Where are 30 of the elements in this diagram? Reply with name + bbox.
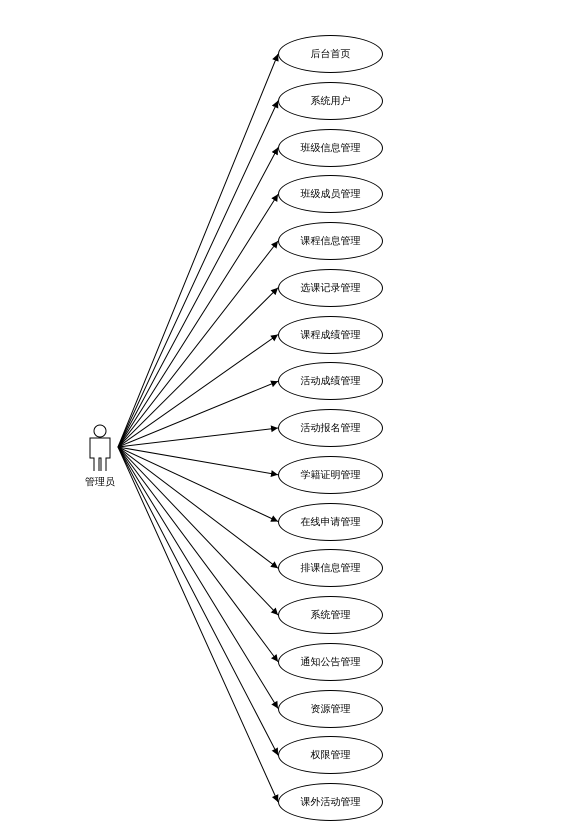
use-case-ellipse: 课程成绩管理 — [278, 316, 383, 354]
use-case-ellipse: 班级成员管理 — [278, 175, 383, 214]
arrow — [118, 446, 278, 569]
use-case-ellipse: 资源管理 — [278, 690, 383, 728]
use-case-ellipse: 后台首页 — [278, 35, 383, 73]
use-case-ellipse: 活动报名管理 — [278, 409, 383, 447]
arrow — [118, 240, 278, 448]
arrow — [118, 380, 278, 448]
use-case-ellipse: 排课信息管理 — [278, 549, 383, 588]
use-case-ellipse: 课程信息管理 — [278, 222, 383, 260]
arrow — [118, 446, 278, 477]
use-case-ellipse: 班级信息管理 — [278, 128, 383, 166]
arrow — [118, 287, 278, 448]
use-case-ellipse: 学籍证明管理 — [278, 456, 383, 494]
use-case-ellipse: 选课记录管理 — [278, 268, 383, 307]
actor-label: 管理员 — [85, 476, 115, 489]
use-case-ellipse: 权限管理 — [278, 736, 383, 774]
arrow — [118, 446, 278, 709]
arrow — [118, 334, 278, 448]
arrow — [118, 446, 278, 522]
use-case-ellipse: 在线申请管理 — [278, 502, 383, 540]
arrow — [118, 425, 278, 448]
arrow — [118, 446, 278, 662]
use-case-ellipse: 系统用户 — [278, 82, 383, 120]
use-case-ellipse: 系统管理 — [278, 596, 383, 634]
use-case-ellipse: 活动成绩管理 — [278, 362, 383, 400]
use-case-ellipse: 通知公告管理 — [278, 642, 383, 681]
arrow — [118, 446, 278, 616]
arrow — [118, 194, 278, 448]
use-case-ellipse: 课外活动管理 — [278, 783, 383, 821]
